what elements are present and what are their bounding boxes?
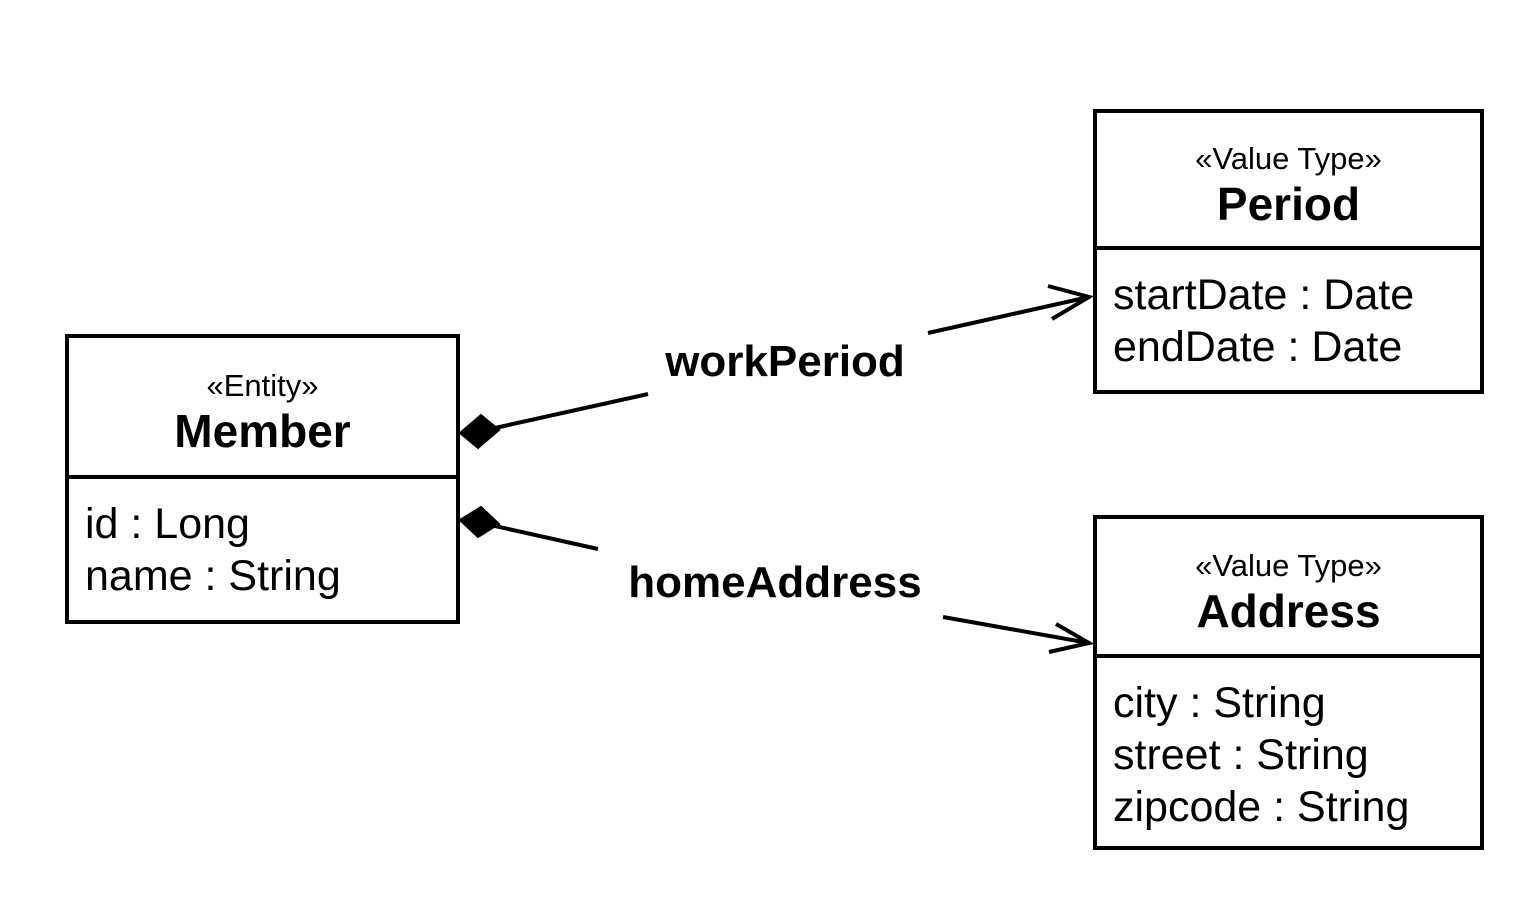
attribute-row: street : String bbox=[1113, 731, 1369, 779]
attribute-row: startDate : Date bbox=[1113, 271, 1415, 319]
class-name: Member bbox=[174, 404, 351, 457]
class-header-member: «Entity» Member bbox=[69, 338, 456, 479]
class-box-period: «Value Type» Period startDate : Date end… bbox=[1093, 109, 1484, 394]
class-header-address: «Value Type» Address bbox=[1097, 519, 1480, 658]
connector-line bbox=[494, 524, 599, 551]
attribute-compartment: startDate : Date endDate : Date bbox=[1097, 250, 1480, 373]
stereotype-label: «Entity» bbox=[206, 367, 319, 403]
class-header-period: «Value Type» Period bbox=[1097, 113, 1480, 250]
attribute-row: zipcode : String bbox=[1113, 783, 1410, 831]
relation-label-homeaddress: homeAddress bbox=[628, 558, 922, 607]
class-name: Address bbox=[1196, 584, 1381, 637]
class-box-address: «Value Type» Address city : String stree… bbox=[1093, 515, 1484, 850]
attribute-compartment: id : Long name : String bbox=[69, 479, 456, 602]
attribute-row: name : String bbox=[85, 552, 341, 600]
connector-line bbox=[942, 615, 1090, 645]
connector-line bbox=[927, 295, 1090, 335]
class-name: Period bbox=[1216, 177, 1361, 230]
attribute-row: endDate : Date bbox=[1113, 323, 1403, 371]
class-box-member: «Entity» Member id : Long name : String bbox=[65, 334, 460, 624]
stereotype-label: «Value Type» bbox=[1195, 547, 1382, 583]
connector-line bbox=[494, 392, 649, 430]
relation-label-workperiod: workPeriod bbox=[665, 337, 905, 386]
composition-diamond-icon bbox=[458, 413, 501, 450]
attribute-row: id : Long bbox=[85, 500, 250, 548]
arrowhead-icon bbox=[1047, 284, 1095, 321]
stereotype-label: «Value Type» bbox=[1195, 140, 1382, 176]
attribute-compartment: city : String street : String zipcode : … bbox=[1097, 658, 1480, 833]
attribute-row: city : String bbox=[1113, 679, 1326, 727]
composition-diamond-icon bbox=[458, 505, 501, 539]
arrowhead-icon bbox=[1048, 622, 1095, 654]
